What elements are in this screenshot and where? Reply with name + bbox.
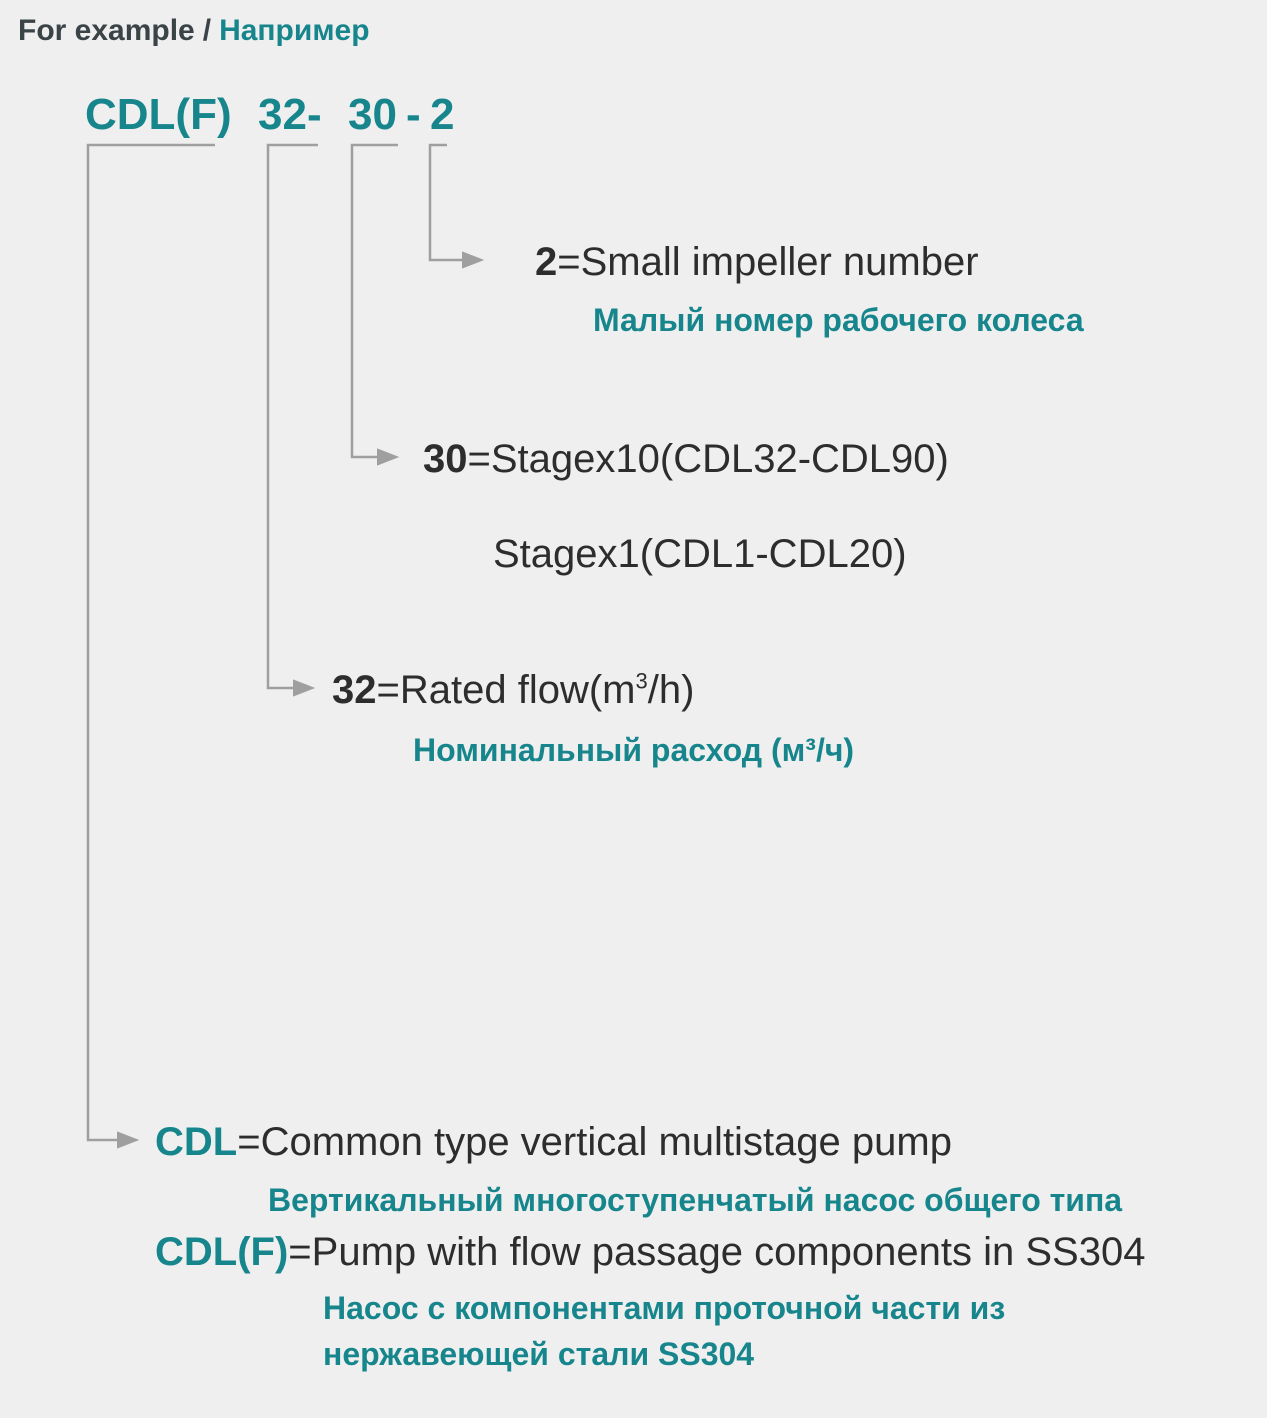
connector-flow xyxy=(266,143,318,697)
cdlf-text-ru: Насос с компонентами проточной части из … xyxy=(323,1285,1005,1378)
flow-annotation: 32=Rated flow(m3/h) xyxy=(332,668,694,712)
cdl-annotation: CDL=Common type vertical multistage pump xyxy=(155,1120,952,1164)
stage-text-en: =Stagex10(CDL32-CDL90) xyxy=(467,437,949,481)
cdlf-text-en: =Pump with flow passage components in SS… xyxy=(288,1230,1146,1274)
title-en: For example xyxy=(18,14,195,47)
flow-superscript: 3 xyxy=(635,668,648,694)
connector-impeller xyxy=(428,143,485,269)
code-token-dash: - xyxy=(406,90,421,139)
cdlf-annotation: CDL(F)=Pump with flow passage components… xyxy=(155,1230,1145,1274)
flow-text-en-pre: =Rated flow(m xyxy=(376,668,636,712)
code-token-stage: 30 xyxy=(348,90,397,139)
flow-text-en-post: /h) xyxy=(647,668,695,712)
impeller-key: 2 xyxy=(535,240,558,284)
stage-key: 30 xyxy=(423,437,468,481)
stage-annotation-alt: Stagex1(CDL1-CDL20) xyxy=(493,532,907,576)
flow-key: 32 xyxy=(332,668,377,712)
cdlf-text-ru-line1: Насос с компонентами проточной части из xyxy=(323,1290,1006,1326)
cdl-text-en: =Common type vertical multistage pump xyxy=(237,1120,952,1164)
flow-text-ru: Номинальный расход (м³/ч) xyxy=(413,732,855,768)
connector-series xyxy=(86,143,215,1149)
code-token-series: CDL(F) xyxy=(85,90,232,139)
stage-text-en-alt: Stagex1(CDL1-CDL20) xyxy=(493,532,907,576)
code-token-flow: 32- xyxy=(258,90,322,139)
impeller-text-en: =Small impeller number xyxy=(557,240,979,284)
impeller-text-ru: Малый номер рабочего колеса xyxy=(593,302,1084,338)
cdl-key: CDL xyxy=(155,1120,238,1164)
cdlf-text-ru-line2: нержавеющей стали SS304 xyxy=(323,1336,755,1373)
section-title: For example/Например xyxy=(18,14,370,48)
title-separator: / xyxy=(202,14,212,47)
code-token-impeller: 2 xyxy=(430,90,455,139)
impeller-annotation: 2=Small impeller number xyxy=(535,240,979,284)
connector-stage xyxy=(350,143,400,466)
cdl-text-ru: Вертикальный многоступенчатый насос обще… xyxy=(268,1182,1123,1218)
title-ru: Например xyxy=(219,14,370,47)
cdlf-key: CDL(F) xyxy=(155,1230,289,1274)
stage-annotation: 30=Stagex10(CDL32-CDL90) xyxy=(423,437,949,481)
